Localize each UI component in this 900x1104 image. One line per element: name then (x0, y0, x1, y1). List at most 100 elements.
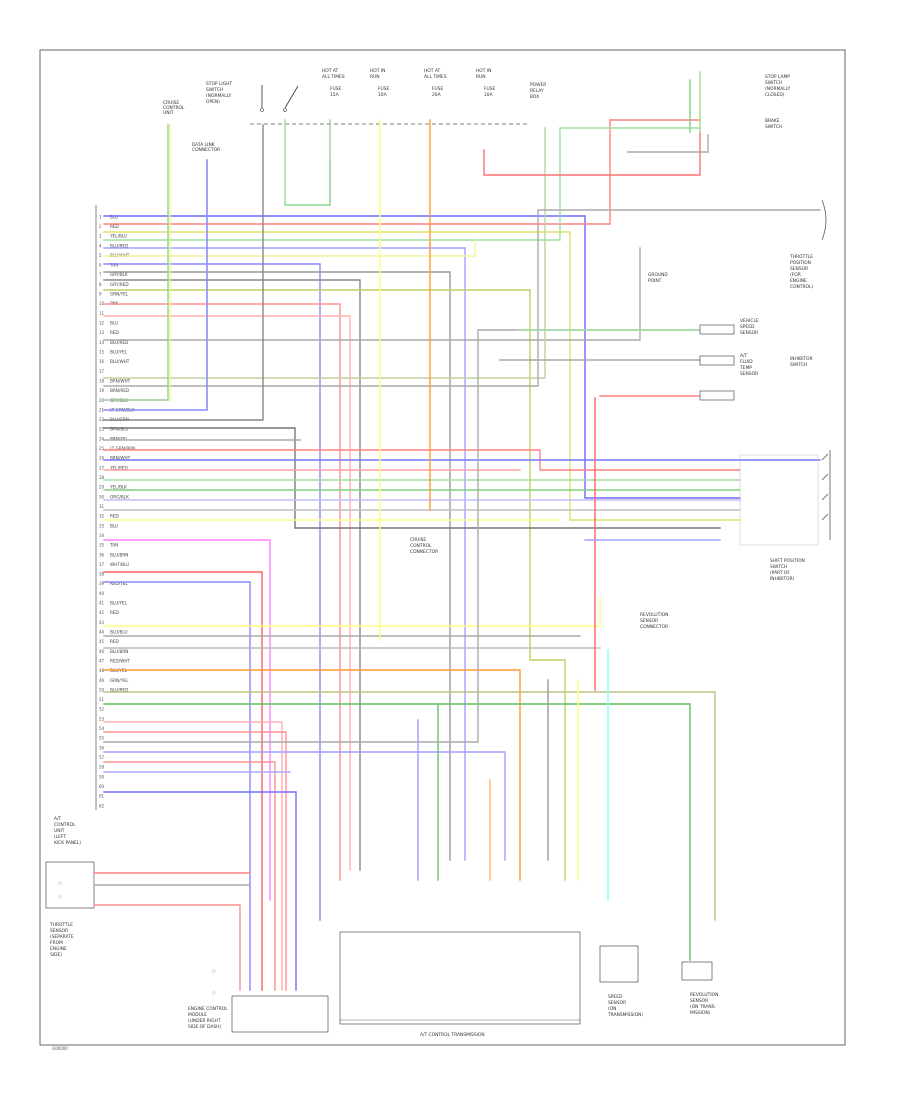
pin-number: 39 (99, 581, 105, 586)
svg-text:INHIBITOR): INHIBITOR) (770, 576, 795, 582)
pin-number: 40 (99, 591, 105, 596)
svg-text:BOX: BOX (530, 94, 539, 100)
svg-text:15A: 15A (330, 92, 339, 98)
wire-color-label: BRN/BLU (110, 427, 128, 432)
svg-text:CONNECTOR: CONNECTOR (410, 549, 438, 555)
svg-text:BRAKE: BRAKE (765, 118, 780, 124)
svg-text:CONTROL): CONTROL) (790, 284, 813, 290)
wire-color-label: BLU/BRN (110, 649, 128, 654)
wire-color-label: RED (110, 330, 119, 335)
pin-number: 29 (99, 485, 105, 490)
wire-color-label: YEL/RED (109, 465, 128, 470)
left-pin-column: 1234567891011121314151617181920212223242… (99, 214, 105, 808)
pin-number: 34 (99, 533, 105, 538)
shift-position-switch: SHIFT POSITION SWITCH (PART OF INHIBITOR… (770, 450, 831, 582)
throttle-position-sensor: THROTTLE POSITION SENSOR (FOR ENGINE CON… (789, 199, 827, 290)
wire-color-label: BRN/WHT (110, 456, 131, 461)
pin-number: 25 (99, 446, 105, 451)
svg-text:HOT AT: HOT AT (322, 68, 338, 74)
svg-text:20A: 20A (432, 92, 441, 98)
pin-number: 21 (99, 407, 105, 412)
svg-text:FROM: FROM (50, 940, 63, 946)
pin-number: 2 (99, 224, 102, 229)
pin-number: 54 (99, 726, 105, 731)
fuse-hot-in-run-10a-2: HOT IN RUN FUSE 10A (476, 68, 496, 98)
svg-text:UNIT: UNIT (163, 110, 174, 116)
svg-text:HOT AT: HOT AT (424, 68, 440, 74)
pin-number: 41 (99, 601, 105, 606)
pin-number: 42 (99, 610, 105, 615)
wire-color-label: BRN/WHT (110, 378, 131, 383)
svg-text:TRANSMISSION): TRANSMISSION) (607, 1012, 643, 1018)
svg-text:VEHICLE: VEHICLE (740, 318, 759, 324)
wire-color-label: RED/YEL (110, 581, 128, 586)
svg-text:ALL TIMES: ALL TIMES (322, 74, 345, 80)
pin-number: 17 (99, 369, 105, 374)
pin-number: 15 (99, 350, 105, 355)
wire-color-label: GRY/BLK (110, 272, 128, 277)
pin-number: 16 (99, 359, 105, 364)
wire-color-label: BLU/WHT (110, 359, 130, 364)
svg-text:SIDE): SIDE) (50, 952, 62, 958)
pin-number: 51 (99, 697, 105, 702)
svg-text:(NORMALLY: (NORMALLY (765, 86, 791, 92)
svg-text:A/T: A/T (54, 816, 61, 822)
wire-color-label: LT GRN/BRN (110, 446, 135, 451)
pin-number: 4 (99, 243, 102, 248)
wire-color-label: BLU/YEL (110, 350, 128, 355)
pin-number: 28 (99, 475, 105, 480)
pin-number: 23 (99, 427, 105, 432)
wire-color-label: BRN/YEL (110, 436, 129, 441)
wire-color-label: WHT/BLU (110, 562, 129, 567)
wire-color-label: BLU/RED (110, 243, 128, 248)
pin-number: 62 (99, 803, 105, 808)
svg-text:REVOLUTION: REVOLUTION (690, 992, 718, 998)
speed-sensor-block: SPEED SENSOR (ON TRANSMISSION) (599, 945, 643, 1018)
svg-text:CRUISE: CRUISE (163, 100, 179, 106)
svg-text:SENSOR: SENSOR (790, 266, 808, 272)
data-link-connector: DATA LINK CONNECTOR (192, 142, 220, 153)
pin-number: 26 (99, 456, 105, 461)
svg-text:POSITION: POSITION (790, 260, 811, 266)
wire-color-label: BLU/BRN (110, 552, 128, 557)
at-control-transmission-block: A/T CONTROL TRANSMISSION (339, 931, 581, 1038)
pin-number: 44 (99, 630, 105, 635)
svg-text:FUSE: FUSE (378, 86, 390, 92)
fuse-hot-all-times-15a: HOT AT ALL TIMES FUSE 15A (322, 68, 345, 98)
pin-number: 12 (99, 321, 105, 326)
svg-text:INHIBITOR: INHIBITOR (790, 356, 813, 362)
svg-text:CONTROL: CONTROL (54, 822, 76, 828)
svg-text:STOP LIGHT: STOP LIGHT (206, 81, 232, 87)
svg-text:○: ○ (212, 968, 216, 973)
at-control-unit: A/T CONTROL UNIT (LEFT KICK PANEL) (54, 816, 81, 846)
inhibitor-switch: INHIBITOR SWITCH (790, 356, 813, 368)
svg-text:CONTROL: CONTROL (410, 543, 432, 549)
pin-number: 60 (99, 784, 105, 789)
pin-number: 47 (99, 659, 105, 664)
pin-number: 58 (99, 765, 105, 770)
wire-color-label: RED (110, 514, 119, 519)
svg-text:(UNDER RIGHT: (UNDER RIGHT (188, 1018, 221, 1024)
wire-color-label: RED (110, 224, 119, 229)
pin-number: 18 (99, 378, 105, 383)
svg-text:RUN: RUN (370, 74, 380, 80)
pin-number: 10 (99, 301, 105, 306)
pin-number: 9 (99, 292, 102, 297)
svg-text:SIDE OF DASH): SIDE OF DASH) (188, 1024, 221, 1030)
brake-switch: BRAKE SWITCH (765, 118, 782, 130)
pin-number: 30 (99, 494, 105, 499)
svg-text:ENGINE CONTROL: ENGINE CONTROL (188, 1006, 228, 1012)
pin-number: 14 (99, 340, 105, 345)
pin-number: 19 (99, 388, 105, 393)
pin-number: 38 (99, 572, 105, 577)
svg-text:SENSOR: SENSOR (740, 330, 758, 336)
pin-number: 48 (99, 668, 105, 673)
wire-color-label: GRY/RED (110, 282, 129, 287)
pin-number: 5 (99, 253, 102, 258)
wire-color-label: GRN/YEL (110, 292, 129, 297)
wire-color-label: BLU/YEL (110, 601, 128, 606)
svg-text:FLUID: FLUID (740, 359, 753, 365)
svg-text:(LEFT: (LEFT (54, 834, 66, 840)
svg-text:MISSION): MISSION) (690, 1010, 711, 1016)
